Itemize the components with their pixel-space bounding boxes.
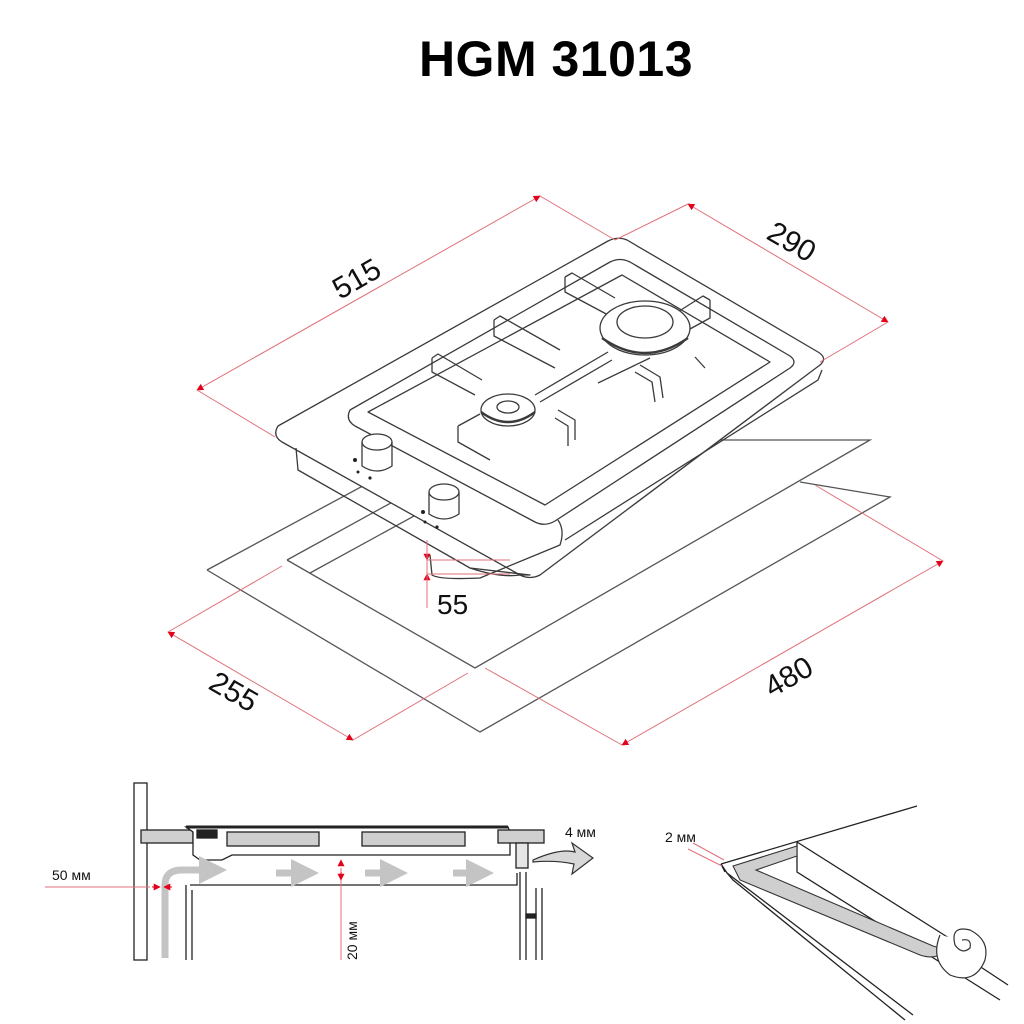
airflow-arrows [161, 856, 494, 958]
wall-gap-label: 50 мм [52, 867, 91, 883]
air-gap-label: 20 мм [344, 921, 360, 960]
seal-strip [732, 845, 951, 958]
model-title: HGM 31013 [418, 31, 694, 87]
section-dimensions [45, 859, 345, 960]
dim-height-label: 55 [437, 589, 468, 620]
edge-gap-label: 4 мм [565, 824, 596, 840]
exhaust-arrow [532, 841, 595, 876]
dim-depth-label: 290 [762, 215, 822, 269]
seal-thickness-label: 2 мм [665, 829, 696, 845]
seal-roll-icon [936, 928, 987, 979]
dim-cutout-depth-label: 255 [204, 665, 264, 719]
seal-detail-view [720, 805, 1009, 1021]
hob-body [275, 237, 825, 580]
dim-length-label: 515 [327, 252, 387, 306]
dim-cutout-length-label: 480 [759, 650, 819, 704]
dimension-lines [167, 195, 944, 746]
